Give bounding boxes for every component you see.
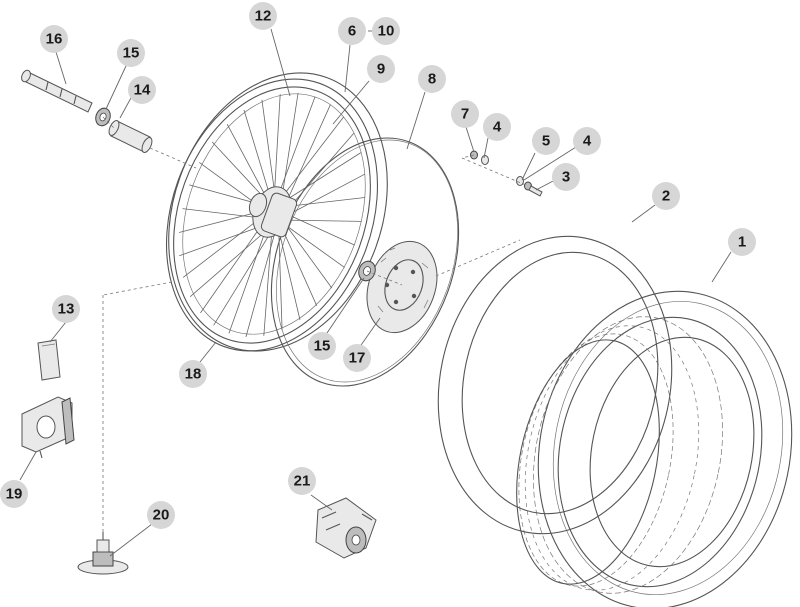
callout-label-19: 19: [6, 486, 23, 503]
callout-label-4-left: 4: [493, 119, 502, 136]
callout-3: 3: [552, 163, 580, 191]
spoke: [278, 219, 283, 331]
callout-label-5: 5: [542, 133, 550, 150]
washer-4-lower: [516, 176, 524, 186]
callout-label-20: 20: [153, 507, 170, 524]
callout-label-13: 13: [58, 301, 75, 318]
callout-label-21: 21: [294, 473, 311, 490]
spoke: [278, 219, 345, 268]
callout-label-10: 10: [378, 23, 395, 40]
callout-label-6: 6: [348, 23, 356, 40]
assembly-lines: [102, 116, 529, 532]
callout-1: 1: [728, 228, 756, 256]
callout-label-12: 12: [255, 8, 272, 25]
bolt-3: [528, 185, 543, 197]
spoke: [245, 219, 279, 338]
callout-17: 17: [343, 344, 371, 372]
callout-13: 13: [52, 295, 80, 323]
callout-15-right: 15: [308, 332, 336, 360]
callout-label-3: 3: [562, 169, 570, 186]
spoke: [278, 219, 362, 222]
callout-15-left: 15: [117, 39, 145, 67]
callout-label-1: 1: [738, 234, 746, 251]
callout-9: 9: [367, 55, 395, 83]
axle: [21, 69, 93, 113]
callout-2: 2: [652, 182, 680, 210]
callout-18: 18: [179, 360, 207, 388]
callout-20: 20: [147, 501, 175, 529]
leader-lines: [19, 28, 732, 557]
callout-label-18: 18: [185, 366, 202, 383]
callout-4-right: 4: [573, 127, 601, 155]
plate: [37, 339, 61, 381]
callout-7: 7: [451, 100, 479, 128]
speedometer-drive: [21, 396, 75, 459]
callout-12: 12: [249, 2, 277, 30]
callout-label-15-right: 15: [314, 338, 331, 355]
callout-16: 16: [40, 25, 68, 53]
valve: [77, 532, 129, 575]
wheel-hub: [248, 186, 298, 238]
callout-19: 19: [0, 480, 28, 508]
callout-label-15-left: 15: [123, 45, 140, 62]
callout-label-7: 7: [461, 106, 469, 123]
inner-tube: [437, 235, 673, 535]
callout-label-8: 8: [428, 71, 436, 88]
callout-6: 6: [338, 17, 366, 45]
tire: [516, 290, 793, 607]
callout-label-17: 17: [349, 350, 366, 367]
washer-4-upper: [481, 155, 489, 165]
hub-assembly: [315, 497, 377, 559]
callout-14: 14: [128, 76, 156, 104]
callout-4-left: 4: [483, 113, 511, 141]
brake-disc: [366, 240, 438, 334]
callout-5: 5: [532, 127, 560, 155]
callout-label-14: 14: [134, 82, 151, 99]
callout-label-4-right: 4: [583, 133, 592, 150]
callout-10: 10: [372, 17, 400, 45]
wheel-rim: [165, 72, 388, 352]
callout-label-16: 16: [46, 31, 63, 48]
callout-21: 21: [288, 467, 316, 495]
spacer: [108, 120, 153, 153]
callout-8: 8: [418, 65, 446, 93]
callout-label-9: 9: [377, 61, 385, 78]
callout-label-2: 2: [662, 188, 670, 205]
